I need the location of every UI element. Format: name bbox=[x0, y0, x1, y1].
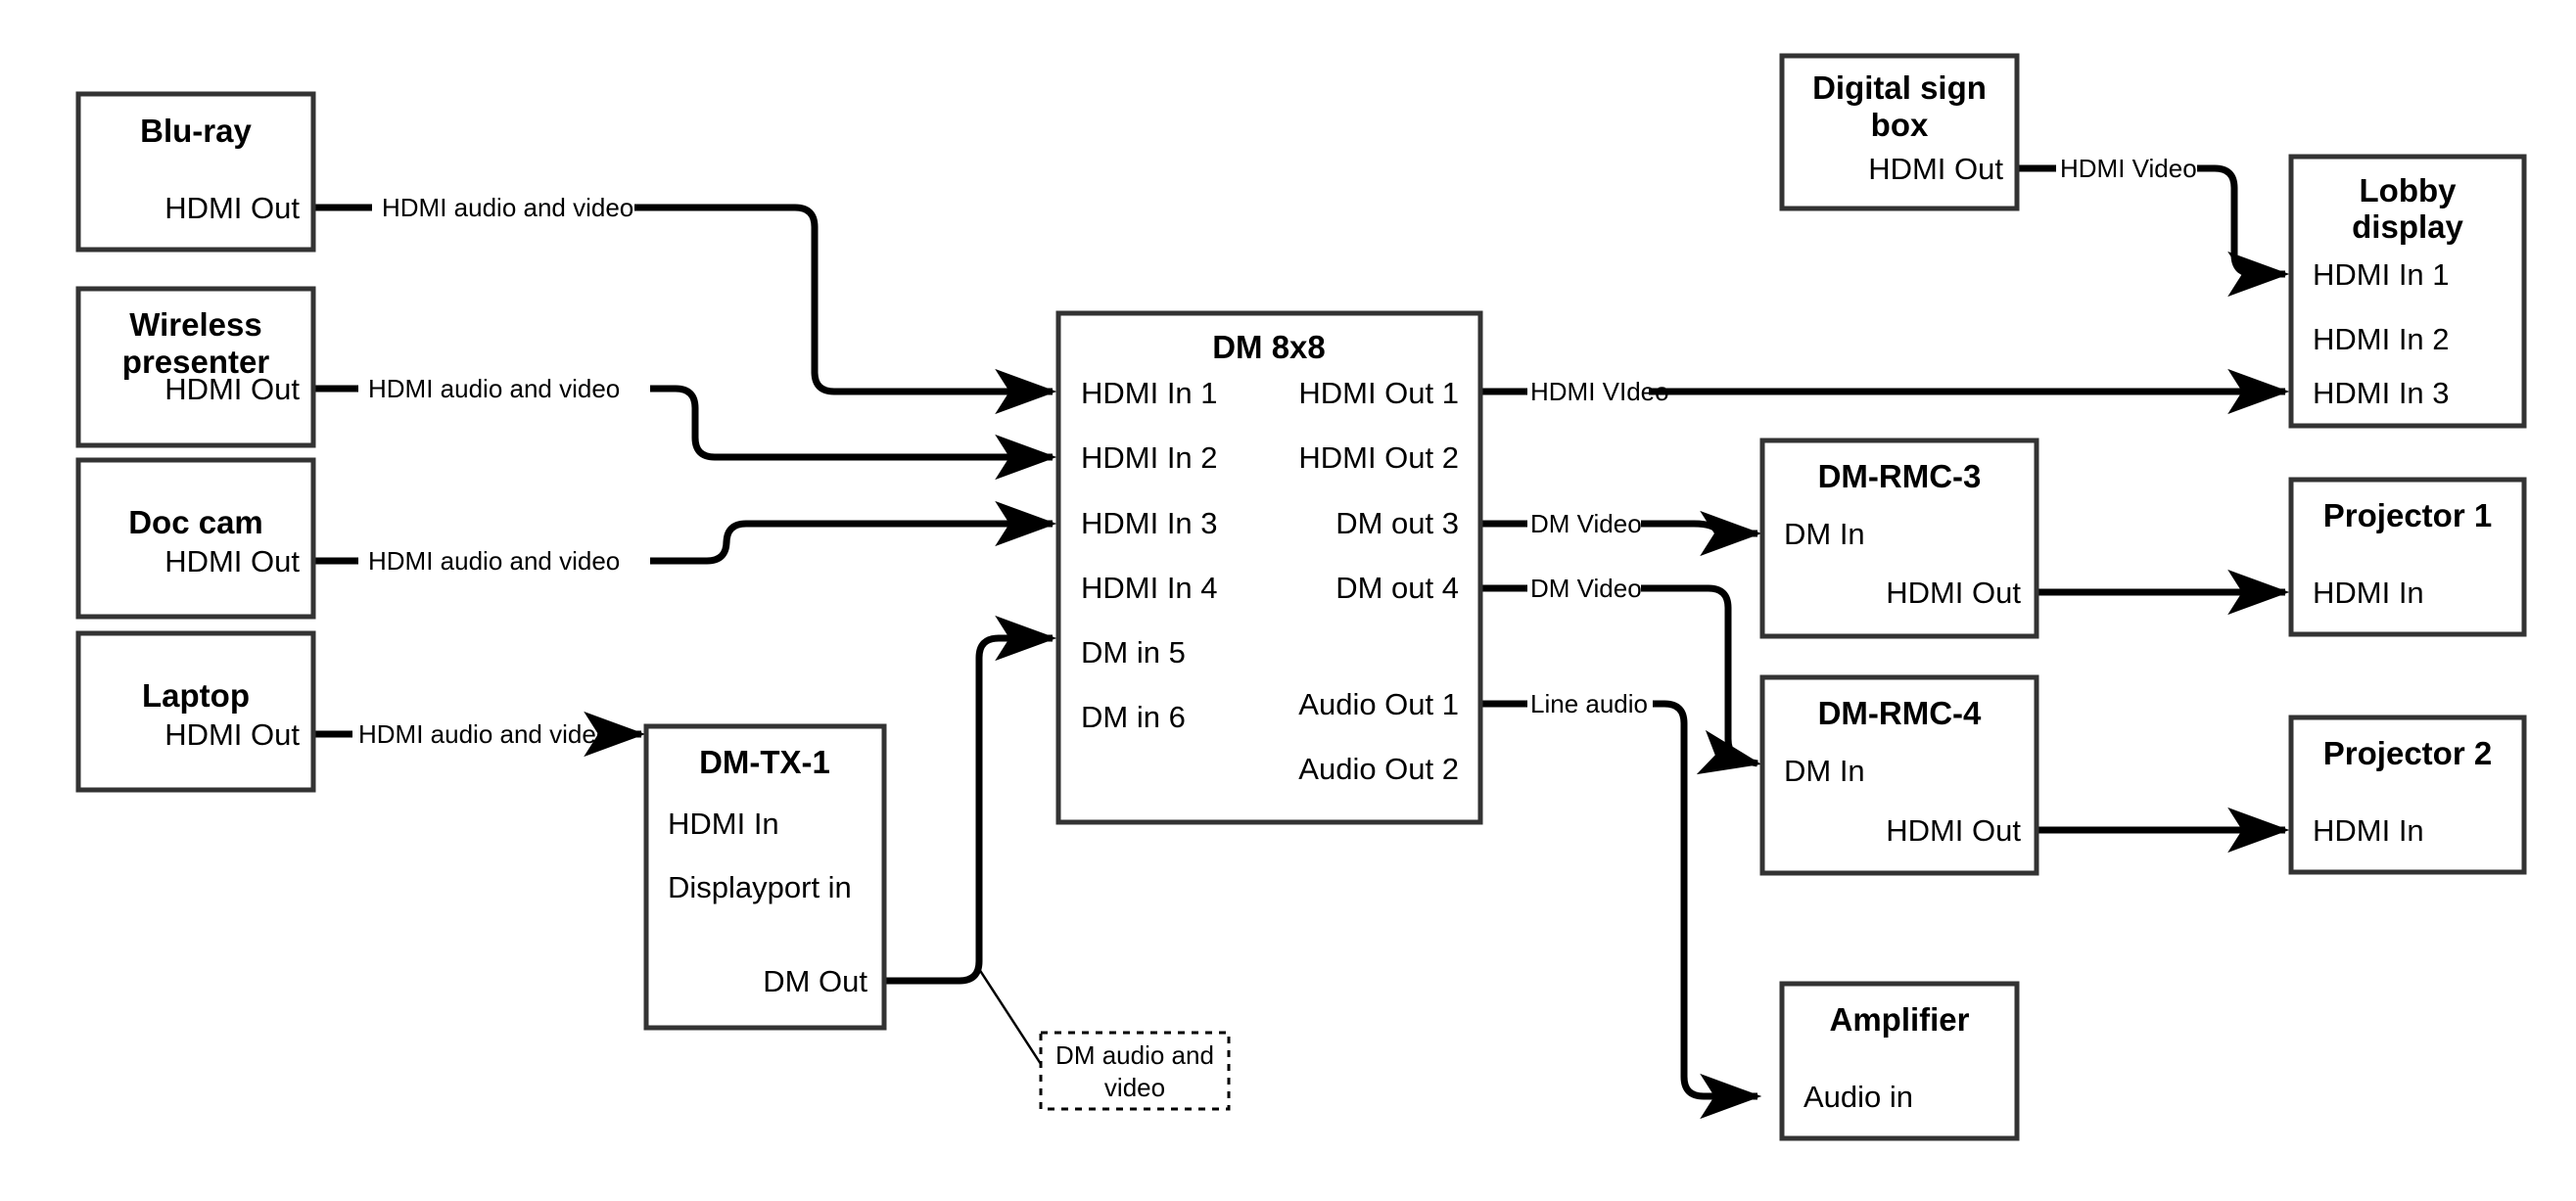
edge-label-dm-hdmi-out-1-to-lobby: HDMI VIdeo bbox=[1530, 377, 1669, 406]
edge-label-dm-out-3-to-rmc-3: DM Video bbox=[1530, 509, 1642, 538]
edge-sign-to-lobby bbox=[2017, 164, 2285, 274]
amplifier-port-audio-in: Audio in bbox=[1803, 1080, 1913, 1114]
edge-label-dm-audio-out-1-to-amp: Line audio bbox=[1530, 689, 1648, 718]
dm-rmc-4-port-dm-in: DM In bbox=[1784, 754, 1865, 788]
lobby-display-box[interactable] bbox=[2288, 154, 2527, 429]
amplifier-box[interactable] bbox=[1779, 981, 2020, 1141]
dm-8x8-output-dm-out-4: DM out 4 bbox=[1335, 571, 1459, 605]
dm-8x8-input-hdmi-in-2: HDMI In 2 bbox=[1081, 440, 1218, 475]
node-digital-sign-box[interactable]: Digital sign box HDMI Out bbox=[1779, 53, 2020, 211]
edge-note-leader bbox=[977, 968, 1043, 1065]
edge-bluray-to-dm-in-1 bbox=[313, 204, 1053, 392]
node-projector-2[interactable]: Projector 2 HDMI In bbox=[2288, 715, 2527, 875]
node-lobby-display[interactable]: Lobby display HDMI In 1 HDMI In 2 HDMI I… bbox=[2288, 154, 2527, 429]
edge-dm-out-4-to-rmc-4 bbox=[1480, 584, 1757, 763]
node-amplifier[interactable]: Amplifier Audio in bbox=[1779, 981, 2020, 1141]
node-wireless-presenter[interactable]: Wireless presenter HDMI Out bbox=[75, 286, 316, 448]
digital-sign-box-box[interactable] bbox=[1779, 53, 2020, 211]
dm-8x8-output-hdmi-out-1: HDMI Out 1 bbox=[1298, 376, 1459, 410]
edge-label-wireless-to-dm-in-2: HDMI audio and video bbox=[368, 374, 620, 403]
dm-tx-1-port-dm-out: DM Out bbox=[763, 964, 867, 998]
edge-label-laptop-to-tx: HDMI audio and video bbox=[358, 719, 610, 749]
edge-label-sign-to-lobby: HDMI Video bbox=[2060, 154, 2197, 183]
dm-tx-1-title: DM-TX-1 bbox=[699, 744, 830, 780]
node-doc-cam[interactable]: Doc cam HDMI Out bbox=[75, 457, 316, 620]
lobby-display-port-hdmi-in-2: HDMI In 2 bbox=[2313, 322, 2450, 356]
dm-8x8-input-hdmi-in-1: HDMI In 1 bbox=[1081, 376, 1218, 410]
laptop-box[interactable] bbox=[75, 630, 316, 793]
node-dm-tx-1[interactable]: DM-TX-1 HDMI In Displayport in DM Out bbox=[643, 723, 887, 1031]
node-projector-1[interactable]: Projector 1 HDMI In bbox=[2288, 477, 2527, 637]
doc-cam-box[interactable] bbox=[75, 457, 316, 620]
dm-8x8-output-audio-out-2: Audio Out 2 bbox=[1298, 752, 1459, 786]
dm-8x8-input-hdmi-in-3: HDMI In 3 bbox=[1081, 506, 1218, 540]
lobby-display-port-hdmi-in-3: HDMI In 3 bbox=[2313, 376, 2450, 410]
note-dm-audio-and-video: DM audio and video bbox=[1039, 1031, 1231, 1111]
projector-1-port-hdmi-in: HDMI In bbox=[2313, 576, 2424, 610]
wireless-presenter-title-line-1: Wireless bbox=[129, 306, 261, 343]
blu-ray-port-hdmi-out: HDMI Out bbox=[164, 191, 300, 225]
amplifier-title: Amplifier bbox=[1829, 1001, 1969, 1038]
edge-wireless-to-dm-in-2 bbox=[313, 385, 1053, 457]
dm-rmc-3-title: DM-RMC-3 bbox=[1818, 458, 1982, 494]
node-dm-rmc-4[interactable]: DM-RMC-4 DM In HDMI Out bbox=[1759, 674, 2039, 876]
projector-1-box[interactable] bbox=[2288, 477, 2527, 637]
projector-1-title: Projector 1 bbox=[2323, 497, 2492, 533]
dm-rmc-3-box[interactable] bbox=[1759, 438, 2039, 639]
edge-doccam-to-dm-in-3 bbox=[313, 524, 1053, 561]
edge-label-doccam-to-dm-in-3: HDMI audio and video bbox=[368, 546, 620, 576]
dm-audio-video-note-line-1: DM audio and bbox=[1055, 1040, 1214, 1070]
node-dm-8x8[interactable]: DM 8x8 HDMI In 1 HDMI In 2 HDMI In 3 HDM… bbox=[1055, 310, 1483, 825]
doc-cam-port-hdmi-out: HDMI Out bbox=[164, 544, 300, 578]
dm-tx-1-port-displayport-in: Displayport in bbox=[668, 870, 852, 904]
dm-rmc-4-port-hdmi-out: HDMI Out bbox=[1886, 813, 2021, 848]
edge-dm-out-3-to-rmc-3 bbox=[1480, 524, 1757, 533]
digital-sign-box-port-hdmi-out: HDMI Out bbox=[1868, 152, 2003, 186]
edge-label-dm-out-4-to-rmc-4: DM Video bbox=[1530, 574, 1642, 603]
blu-ray-title: Blu-ray bbox=[140, 113, 252, 149]
node-dm-rmc-3[interactable]: DM-RMC-3 DM In HDMI Out bbox=[1759, 438, 2039, 639]
wireless-presenter-box[interactable] bbox=[75, 286, 316, 448]
projector-2-title: Projector 2 bbox=[2323, 735, 2492, 771]
projector-2-box[interactable] bbox=[2288, 715, 2527, 875]
laptop-port-hdmi-out: HDMI Out bbox=[164, 717, 300, 752]
dm-8x8-title: DM 8x8 bbox=[1212, 329, 1326, 365]
lobby-display-port-hdmi-in-1: HDMI In 1 bbox=[2313, 257, 2450, 292]
dm-rmc-3-port-hdmi-out: HDMI Out bbox=[1886, 576, 2021, 610]
blu-ray-box[interactable] bbox=[75, 91, 316, 253]
dm-8x8-output-dm-out-3: DM out 3 bbox=[1335, 506, 1459, 540]
dm-audio-video-note-box bbox=[1039, 1031, 1231, 1111]
digital-sign-box-title-line-2: box bbox=[1871, 107, 1929, 143]
edge-dm-audio-out-1-to-amp bbox=[1480, 700, 1757, 1096]
lobby-display-title-line-1: Lobby bbox=[2360, 172, 2458, 208]
dm-rmc-4-title: DM-RMC-4 bbox=[1818, 695, 1982, 731]
doc-cam-title: Doc cam bbox=[128, 504, 263, 540]
dm-8x8-output-hdmi-out-2: HDMI Out 2 bbox=[1298, 440, 1459, 475]
dm-rmc-3-port-dm-in: DM In bbox=[1784, 517, 1865, 551]
dm-8x8-input-dm-in-5: DM in 5 bbox=[1081, 635, 1186, 670]
node-laptop[interactable]: Laptop HDMI Out bbox=[75, 630, 316, 793]
dm-tx-1-box[interactable] bbox=[643, 723, 887, 1031]
dm-tx-1-port-hdmi-in: HDMI In bbox=[668, 807, 779, 841]
dm-8x8-output-audio-out-1: Audio Out 1 bbox=[1298, 687, 1459, 721]
edge-tx-to-dm-in-5 bbox=[884, 615, 1057, 985]
dm-rmc-4-box[interactable] bbox=[1759, 674, 2039, 876]
lobby-display-title-line-2: display bbox=[2352, 208, 2463, 245]
dm-8x8-input-hdmi-in-4: HDMI In 4 bbox=[1081, 571, 1218, 605]
dm-8x8-input-dm-in-6: DM in 6 bbox=[1081, 700, 1186, 734]
node-blu-ray[interactable]: Blu-ray HDMI Out bbox=[75, 91, 316, 253]
wireless-presenter-title-line-2: presenter bbox=[122, 344, 270, 380]
laptop-title: Laptop bbox=[142, 677, 250, 714]
edge-label-bluray-to-dm-in-1: HDMI audio and video bbox=[382, 193, 633, 222]
wireless-presenter-port-hdmi-out: HDMI Out bbox=[164, 372, 300, 406]
digital-sign-box-title-line-1: Digital sign bbox=[1812, 69, 1987, 106]
projector-2-port-hdmi-in: HDMI In bbox=[2313, 813, 2424, 848]
dm-audio-video-note-line-2: video bbox=[1104, 1073, 1165, 1102]
dm-8x8-box[interactable] bbox=[1055, 310, 1483, 825]
